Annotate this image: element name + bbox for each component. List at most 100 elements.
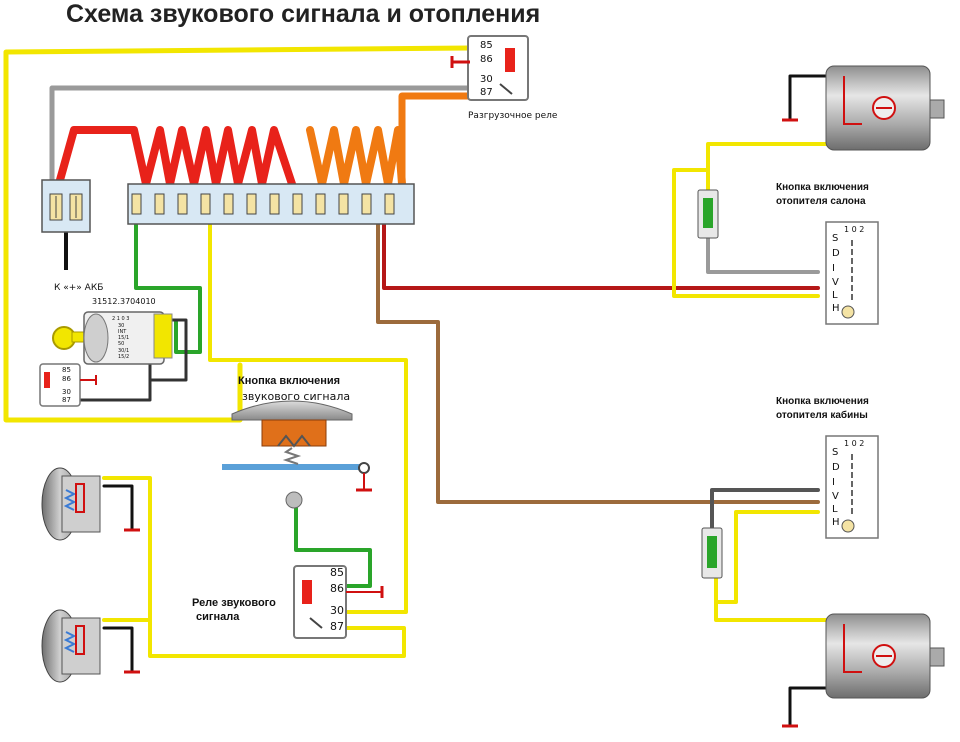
ignition-wire-aux-relay-2 [148, 318, 188, 382]
fuse-icon [154, 193, 165, 215]
unload-relay: 85 86 30 87 [450, 35, 529, 101]
gray-wire-relay-87 [49, 85, 473, 185]
fuse-icon [131, 193, 142, 215]
salon-heater-motor [782, 65, 945, 151]
ignition-connector [153, 313, 173, 359]
ignition-terminal-positions: 2 1 0 3 [112, 316, 130, 322]
cabin-terminal-i: I [832, 477, 835, 488]
cabin-inline-connector [701, 527, 723, 579]
ignition-terminal-30: 30 [118, 323, 124, 329]
ignition-part-number: 31512.3704010 [92, 297, 156, 306]
darkred-wire-salon-switch [382, 223, 820, 290]
fuse-icon [269, 193, 280, 215]
yellow-wire-cabin-switch [714, 510, 820, 604]
horn-relay-pin-87: 87 [330, 620, 344, 633]
horn-button [222, 400, 372, 509]
aux-relay-pin-30: 30 [62, 388, 71, 396]
green-wire-ignition [134, 223, 202, 354]
yellow-wire-main-loop [3, 45, 473, 423]
horn-2 [41, 609, 140, 683]
fuse-icon [315, 193, 326, 215]
horn-relay-pin-30: 30 [330, 604, 344, 617]
fuse-icon [361, 193, 372, 215]
salon-terminal-i: I [832, 263, 835, 274]
salon-switch-positions: 1 0 2 [844, 225, 864, 234]
horn-relay-label-1: Реле звукового [192, 597, 276, 609]
salon-switch-label-1: Кнопка включения [776, 182, 869, 193]
orange-wire-fuse-bus [306, 126, 406, 188]
salon-terminal-s: S [832, 233, 838, 244]
lamp-icon [841, 519, 855, 533]
salon-terminal-l: L [832, 290, 838, 301]
cabin-switch-label-1: Кнопка включения [776, 396, 869, 407]
yellow-wire-cabin-motor [714, 576, 828, 622]
battery-fuse-block [41, 179, 91, 233]
cabin-heater-motor [782, 613, 945, 728]
yellow-wire-salon-motor [706, 142, 828, 198]
salon-motor-ground-wire [788, 74, 828, 122]
horn-button-contact-bar [222, 464, 362, 470]
unload-relay-pin-87: 87 [480, 87, 493, 98]
cabin-terminal-s: S [832, 447, 838, 458]
main-fuse-block [127, 183, 415, 225]
unload-relay-pin-30: 30 [480, 74, 493, 85]
ignition-terminal-15-2: 15/2 [118, 354, 129, 360]
horn-button-label-1: Кнопка включения [238, 375, 340, 387]
ignition-wire-aux-relay-1 [78, 354, 152, 402]
salon-terminal-v: V [832, 277, 839, 288]
aux-relay-pin-86: 86 [62, 375, 71, 383]
fuse-icon [177, 193, 188, 215]
fuse-icon [384, 193, 395, 215]
cabin-switch-positions: 1 0 2 [844, 439, 864, 448]
cabin-terminal-v: V [832, 491, 839, 502]
ignition-switch: 2 1 0 3 30 INT 15/1 50 30/1 15/2 [52, 311, 173, 365]
unload-relay-label: Разгрузочное реле [468, 111, 558, 121]
yellow-wire-salon-return [672, 168, 820, 298]
horn-button-label-2: звукового сигнала [242, 390, 350, 403]
fuse-icon [223, 193, 234, 215]
relay-coil [302, 580, 312, 604]
ignition-terminal-15-1: 15/1 [118, 335, 129, 341]
cabin-terminal-l: L [832, 504, 838, 515]
ignition-aux-relay: 85 86 30 87 [39, 363, 97, 407]
horn-relay: 85 86 30 87 [293, 565, 384, 639]
fuse-icon [200, 193, 211, 215]
green-wire-horn-button [294, 506, 372, 588]
cabin-heater-switch: 1 0 2 S D I V L H [825, 435, 879, 539]
red-wire-fuse-bus [56, 126, 296, 188]
aux-relay-pin-85: 85 [62, 366, 71, 374]
relay-coil [44, 372, 50, 388]
page-title: Схема звукового сигнала и отопления [66, 0, 540, 28]
horn-1 [41, 467, 140, 541]
salon-inline-connector [697, 189, 719, 239]
cabin-terminal-d: D [832, 462, 840, 473]
cabin-switch-label-2: отопителя кабины [776, 409, 868, 421]
gray-wire-cabin-connector [710, 488, 820, 532]
fuse-icon [338, 193, 349, 215]
battery-label: К «+» АКБ [54, 283, 103, 293]
horn-relay-label-2: сигнала [196, 611, 240, 623]
yellow-wire-horn-relay-30 [208, 223, 408, 614]
orange-wire-relay-30 [398, 92, 474, 184]
fuse-icon [292, 193, 303, 215]
horn-relay-pin-86: 86 [330, 582, 344, 595]
horn-relay-pin-85: 85 [330, 566, 344, 579]
unload-relay-pin-85: 85 [480, 40, 493, 51]
relay-coil [505, 48, 515, 72]
salon-heater-switch: 1 0 2 S D I V L H [825, 221, 879, 325]
cabin-motor-ground-wire [788, 686, 828, 728]
ignition-terminal-30-1: 30/1 [118, 348, 129, 354]
brown-wire-cabin-switch [376, 223, 820, 504]
salon-terminal-d: D [832, 248, 840, 259]
ignition-terminal-50: 50 [118, 341, 124, 347]
fuse-icon [246, 193, 257, 215]
horn2-ground-wire [102, 626, 134, 674]
lamp-icon [841, 305, 855, 319]
ignition-terminal-int: INT [118, 329, 127, 335]
salon-switch-label-2: отопителя салона [776, 196, 866, 207]
cabin-terminal-h: H [832, 517, 840, 528]
spring-icon [282, 447, 302, 465]
salon-terminal-h: H [832, 303, 840, 314]
aux-relay-pin-87: 87 [62, 396, 71, 404]
